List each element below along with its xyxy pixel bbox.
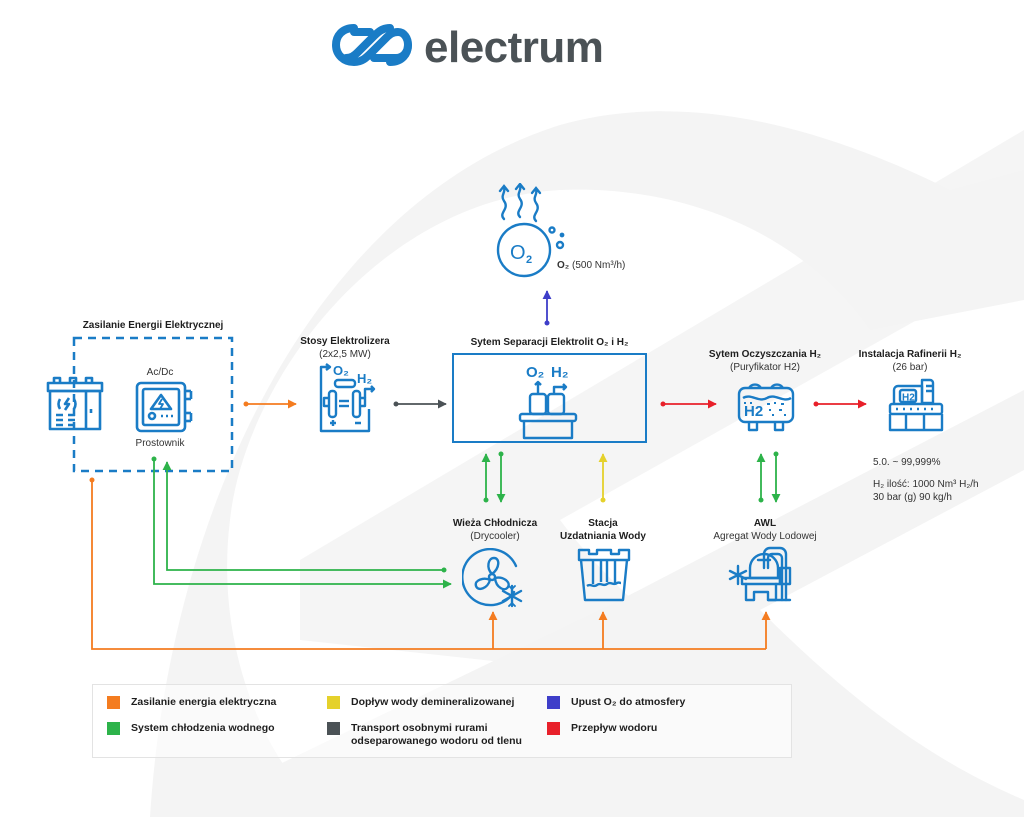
legend-item-cooling: System chłodzenia wodnego xyxy=(107,722,275,735)
legend-item-demineralized-water: Dopływ wody demineralizowanej xyxy=(327,696,514,709)
refinery-spec-pressure: 30 bar (g) 90 kg/h xyxy=(873,492,952,503)
legend-swatch xyxy=(547,696,560,709)
electrolyzer-stack-icon: O₂ H₂ xyxy=(317,363,377,435)
demineralized-water-flow xyxy=(598,453,608,503)
legend-item-hydrogen-flow: Przepływ wodoru xyxy=(547,722,657,735)
separated-gas-flow xyxy=(393,399,447,409)
power-flow-to-electrolyzer xyxy=(243,399,297,409)
hydrogen-flow-to-purifier xyxy=(660,399,717,409)
power-supply-dashed-box xyxy=(72,336,234,473)
svg-text:O₂: O₂ xyxy=(526,364,544,381)
legend-item-separated-transport: Transport osobnymi rurami odseparowanego… xyxy=(327,722,522,748)
hydrogen-refinery-icon: H2 xyxy=(886,376,946,434)
refinery-spec-purity: 5.0. ~ 99,999% xyxy=(873,457,941,468)
legend-swatch xyxy=(107,696,120,709)
legend-swatch xyxy=(547,722,560,735)
legend-item-oxygen-vent: Upust O₂ do atmosfery xyxy=(547,696,685,709)
separation-system-frame xyxy=(452,353,647,443)
brand-name: electrum xyxy=(424,22,604,72)
electrolyzer-label: Stosy Elektrolizera (2x2,5 MW) xyxy=(300,336,390,360)
legend-item-power: Zasilanie energia elektryczna xyxy=(107,696,276,709)
oxygen-vent-flow xyxy=(542,290,552,326)
legend: Zasilanie energia elektryczna System chł… xyxy=(92,684,792,758)
cooling-loop-rectifier xyxy=(151,456,452,589)
refinery-label: Instalacja Rafinerii H₂ (26 bar) xyxy=(858,349,962,373)
svg-text:H₂: H₂ xyxy=(551,364,569,381)
water-treatment-icon xyxy=(577,546,631,602)
legend-swatch xyxy=(327,696,340,709)
cooling-fan-icon xyxy=(462,548,528,612)
separation-system-label: Sytem Separacji Elektrolit O₂ i H₂ xyxy=(470,337,629,348)
legend-swatch xyxy=(327,722,340,735)
hydrogen-flow-to-refinery xyxy=(813,399,867,409)
power-supply-title: Zasilanie Energii Elektrycznej xyxy=(82,320,224,331)
rectifier-cabinet-icon xyxy=(135,381,193,435)
svg-text:H2: H2 xyxy=(744,403,763,420)
svg-text:2: 2 xyxy=(526,254,532,266)
svg-text:H₂: H₂ xyxy=(357,371,372,386)
svg-text:O: O xyxy=(510,242,526,264)
cooling-loop-separation xyxy=(481,451,506,503)
svg-text:O₂: O₂ xyxy=(333,363,349,378)
separator-tanks-icon: O₂ H₂ xyxy=(518,360,580,440)
purifier-label: Sytem Oczyszczania H₂ (Puryfikator H2) xyxy=(708,349,822,373)
electrum-logo: electrum xyxy=(331,22,604,73)
hydrogen-purifier-icon: H2 xyxy=(737,380,795,434)
rectifier-top-label: Ac/Dc xyxy=(146,367,174,378)
cooling-loop-purifier xyxy=(756,451,781,503)
electrum-infinity-logo-icon xyxy=(331,22,413,73)
power-distribution-flow xyxy=(89,477,771,650)
rectifier-bottom-label: Prostownik xyxy=(135,438,185,449)
legend-swatch xyxy=(107,722,120,735)
oxygen-flow-label: O₂ (500 Nm³/h) xyxy=(557,260,626,271)
oxygen-release-icon: O 2 xyxy=(486,183,576,283)
water-station-label: Stacja Uzdatniania Wody xyxy=(560,518,646,542)
drycooler-label: Wieża Chłodnicza (Drycooler) xyxy=(452,518,538,542)
chiller-label: AWL Agregat Wody Lodowej xyxy=(713,518,817,542)
battery-power-icon xyxy=(44,373,106,435)
svg-text:H2: H2 xyxy=(902,393,915,404)
chiller-unit-icon xyxy=(728,546,794,604)
watermark-band-shape xyxy=(170,390,1024,817)
refinery-spec-quantity: H₂ ilość: 1000 Nm³ H₂/h xyxy=(873,479,979,490)
